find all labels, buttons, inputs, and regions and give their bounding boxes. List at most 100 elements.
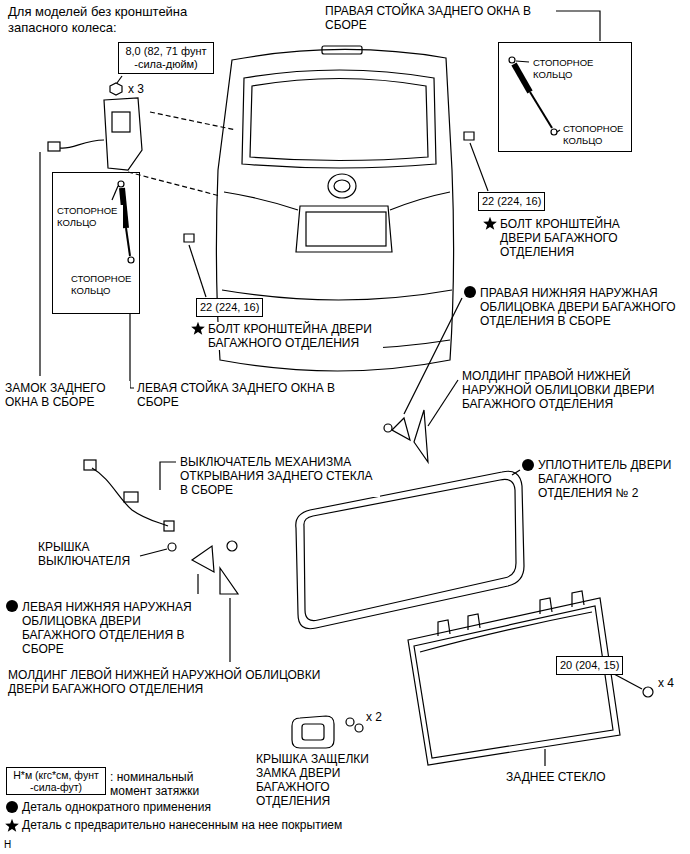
window-lock (117, 76, 122, 83)
window-lock (40, 76, 236, 376)
rear-glass (438, 620, 450, 636)
rear-glass (408, 591, 653, 766)
part-label: БОЛТ КРОНШТЕЙНА ДВЕРИ БАГАЖНОГО ОТДЕЛЕНИ… (208, 322, 383, 350)
latch-cover (346, 718, 354, 726)
part-label: ЛЕВАЯ НИЖНЯЯ НАРУЖНАЯ ОБЛИЦОВКА ДВЕРИ БА… (22, 600, 207, 656)
lower-garnish (192, 546, 214, 572)
right-strut (551, 129, 557, 135)
part-label: ЛЕВАЯ СТОЙКА ЗАДНЕГО ОКНА В СБОРЕ (137, 381, 342, 409)
right-strut (556, 11, 600, 41)
window-lock (104, 98, 142, 170)
right-strut (557, 130, 560, 132)
back-door (334, 180, 350, 192)
rear-glass (614, 674, 642, 689)
window-lock (39, 152, 40, 376)
one-time-use-mark (522, 459, 534, 471)
switch-assembly (168, 543, 176, 551)
precoated-mark (191, 322, 205, 335)
back-door (306, 212, 386, 246)
right-strut (530, 92, 552, 128)
part-label: СТОПОРНОЕ КОЛЬЦО (563, 123, 629, 147)
spec-text: 20 (204, 15) (560, 659, 619, 672)
window-lock (112, 112, 130, 132)
torque-spec-box: 22 (224, 16) (478, 192, 545, 211)
legend-text: Деталь с предварительно нанесенным на не… (22, 818, 342, 832)
bracket-bolt (184, 234, 194, 242)
back-door (322, 46, 362, 54)
rear-glass (544, 749, 545, 766)
part-label: СТОПОРНОЕ КОЛЬЦО (57, 205, 123, 229)
lower-garnish (227, 541, 237, 551)
part-label: МОЛДИНГ ЛЕВОЙ НИЖНЕЙ НАРУЖНОЙ ОБЛИЦОВКИ … (8, 668, 348, 696)
part-label: УПЛОТНИТЕЛЬ ДВЕРИ БАГАЖНОГО ОТДЕЛЕНИЯ № … (538, 458, 680, 500)
bracket-bolt (189, 245, 206, 297)
latch-cover (292, 716, 334, 748)
right-strut (514, 64, 530, 92)
part-label: МОЛДИНГ ПРАВОЙ НИЖНЕЙ НАРУЖНОЙ ОБЛИЦОВКИ… (462, 369, 667, 411)
bracket-bolt (464, 132, 474, 140)
one-time-use-mark (6, 286, 534, 813)
window-lock (110, 83, 122, 95)
quantity-label: x 3 (128, 82, 144, 96)
legend-torque-box: Н*м (кгс*см, фунт -сила-фут) (6, 767, 106, 795)
latch-cover (292, 716, 363, 748)
switch-assembly (84, 460, 96, 470)
back-door (390, 192, 450, 210)
lower-garnish (428, 380, 458, 426)
lower-garnish (384, 424, 392, 432)
lower-garnish (220, 568, 238, 594)
part-label: БОЛТ КРОНШТЕЙНА ДВЕРИ БАГАЖНОГО ОТДЕЛЕНИ… (500, 217, 650, 259)
switch-assembly (92, 468, 168, 526)
rear-glass (420, 612, 592, 652)
part-label: СТОПОРНОЕ КОЛЬЦО (71, 273, 137, 297)
window-lock (150, 112, 236, 130)
torque-spec-box: 8,0 (82, 71 фунт -сила-дюйм) (118, 42, 214, 74)
lower-garnish (414, 410, 428, 462)
back-door (242, 70, 436, 168)
part-label: ПРАВАЯ НИЖНЯЯ НАРУЖНАЯ ОБЛИЦОВКА ДВЕРИ Б… (480, 286, 680, 328)
spec-text: Н*м (кгс*см, фунт -сила-фут) (10, 769, 102, 793)
part-label: ЗАДНЕЕ СТЕКЛО (506, 770, 636, 784)
part-label: КРЫШКА ЗАЩЕЛКИ ЗАМКА ДВЕРИ БАГАЖНОГО ОТД… (256, 752, 381, 808)
weatherstrip (304, 479, 516, 620)
precoated-mark (5, 217, 497, 832)
spec-text: 22 (224, 16) (482, 195, 541, 208)
weatherstrip (512, 470, 520, 475)
right-strut (509, 57, 515, 63)
back-door (296, 206, 392, 252)
quantity-label: x 4 (658, 676, 674, 690)
rear-glass (468, 614, 480, 630)
rear-glass (540, 598, 552, 614)
latch-cover (355, 724, 363, 732)
part-label: ПРАВАЯ СТОЙКА ЗАДНЕГО ОКНА В СБОРЕ (325, 4, 550, 32)
one-time-use-mark (6, 600, 18, 612)
torque-spec-box: 20 (204, 15) (556, 656, 623, 675)
switch-assembly (124, 492, 138, 502)
switch-assembly (140, 549, 167, 556)
latch-cover (302, 724, 324, 740)
spec-text: 8,0 (82, 71 фунт -сила-дюйм) (122, 45, 210, 71)
spec-text: 22 (224, 16) (200, 301, 259, 314)
lower-garnish (404, 298, 462, 414)
diagram-title: Для моделей без кронштейна запасного кол… (8, 4, 208, 36)
part-label: ЗАМОК ЗАДНЕГО ОКНА В СБОРЕ (5, 381, 130, 409)
back-door (250, 79, 428, 161)
lower-garnish (229, 598, 230, 662)
back-door (328, 174, 356, 198)
one-time-use-mark (6, 801, 18, 813)
strut-inset: СТОПОРНОЕ КОЛЬЦОСТОПОРНОЕ КОЛЬЦО (498, 42, 632, 152)
one-time-use-mark (464, 286, 476, 298)
strut-inset: СТОПОРНОЕ КОЛЬЦО СТОПОРНОЕ КОЛЬЦО (52, 172, 140, 314)
left-strut (112, 186, 118, 200)
window-lock (48, 142, 60, 151)
left-strut (128, 172, 220, 196)
bracket-bolt (470, 143, 488, 191)
switch-assembly (160, 462, 176, 490)
legend-text: : номинальный момент затяжки (110, 770, 205, 798)
left-strut (118, 181, 124, 187)
left-strut (130, 314, 134, 388)
rear-glass (572, 591, 584, 607)
rear-glass (414, 606, 613, 758)
rear-glass (408, 598, 620, 765)
